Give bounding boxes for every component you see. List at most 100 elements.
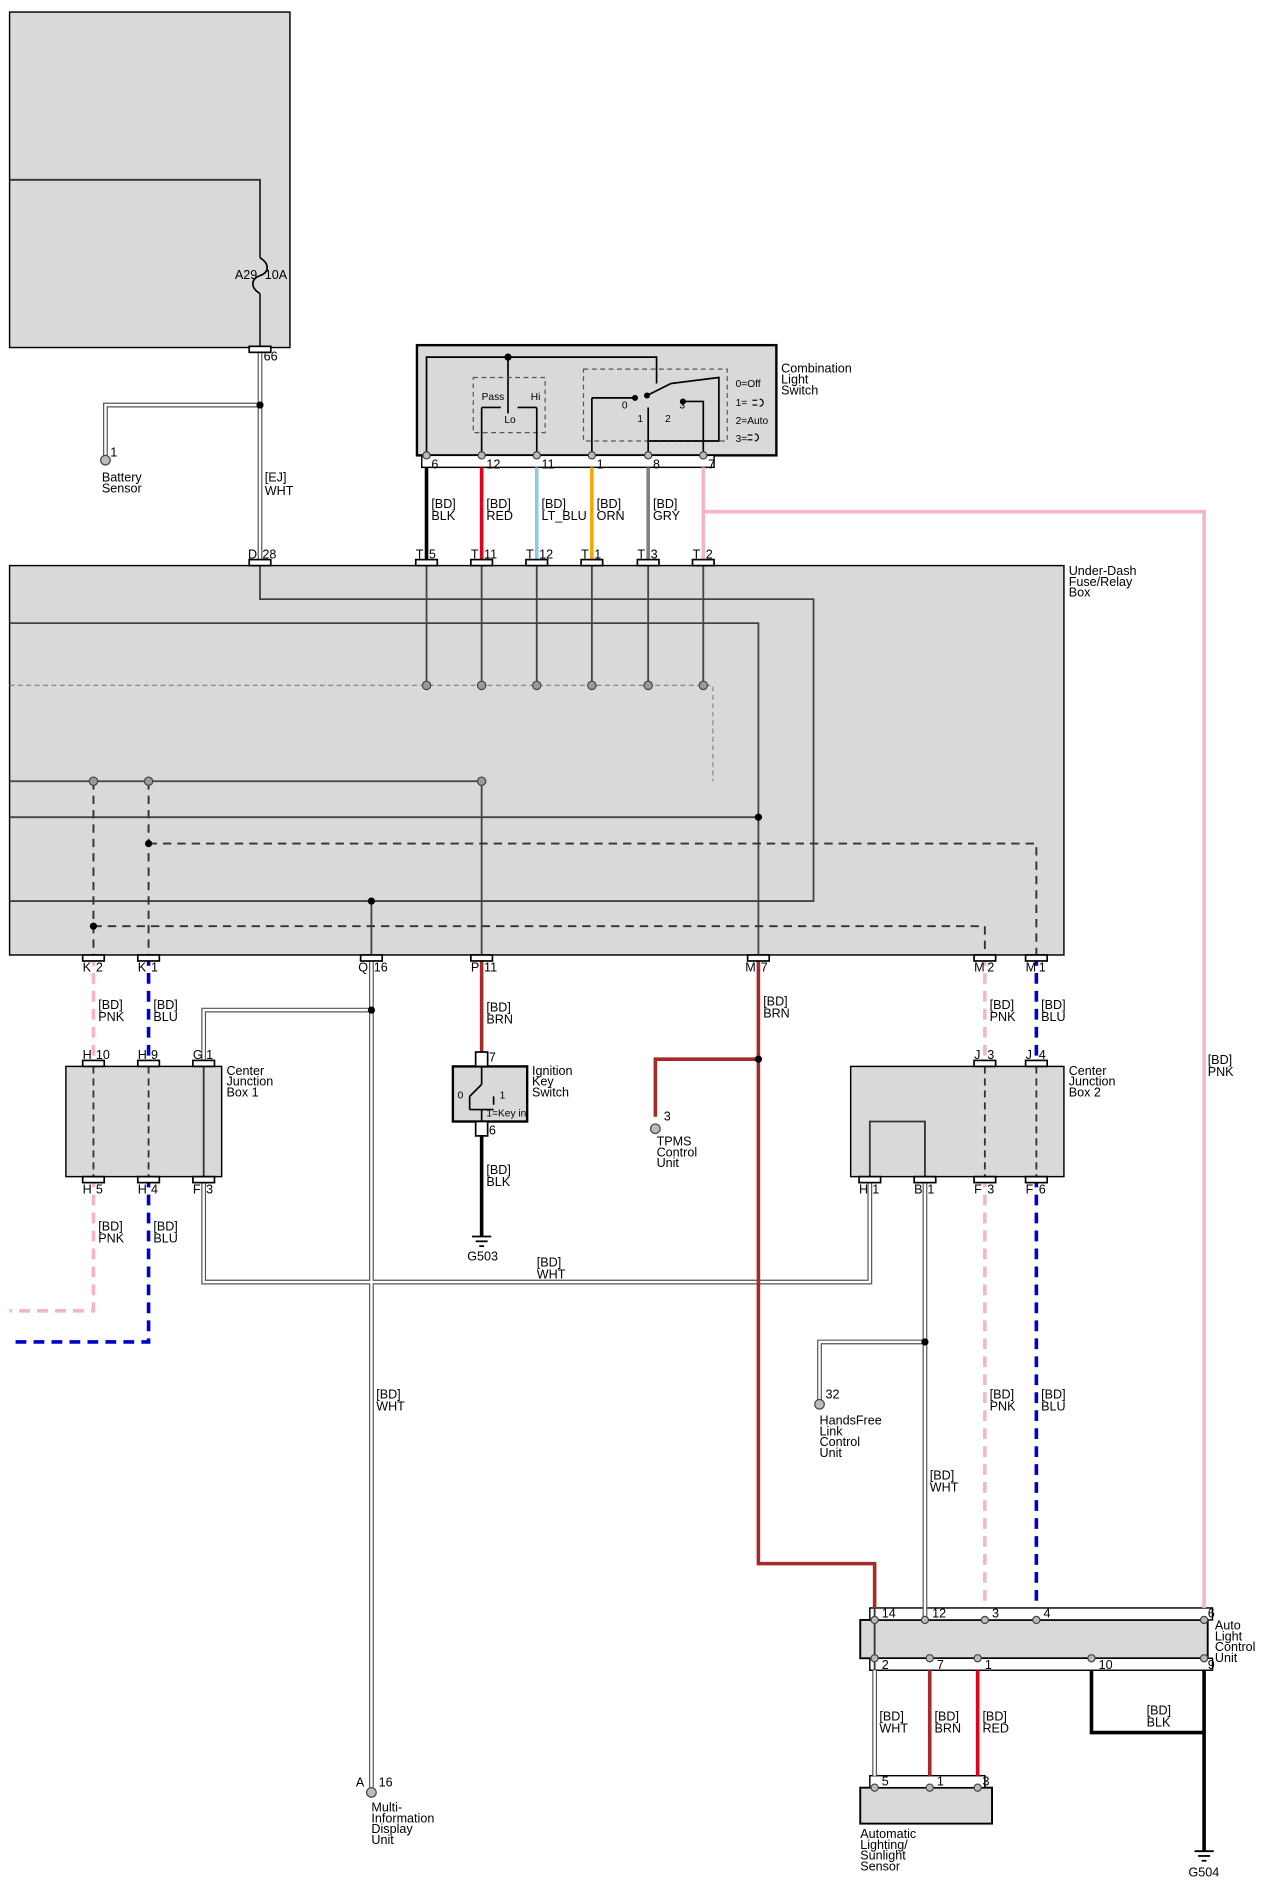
svg-text:1: 1 [872, 1182, 879, 1196]
handsfree-name-4: Unit [820, 1446, 843, 1460]
mid-pin: 16 [379, 1775, 393, 1789]
handsfree-name-1: HandsFree [820, 1414, 882, 1428]
wires-dashed-blu [9, 954, 1039, 1608]
fuse-rating: 10A [265, 268, 288, 282]
fuse-a29-symbol [251, 256, 269, 295]
label-b1-wht-1: [BD] [930, 1469, 954, 1483]
label-m7-brn-2: BRN [763, 1006, 790, 1020]
svg-text:9: 9 [1208, 1658, 1215, 1672]
svg-text:M: M [974, 961, 984, 975]
under-dash-name-1: Under-Dash [1069, 564, 1137, 578]
svg-text:F: F [974, 1182, 982, 1196]
svg-text:5: 5 [96, 1182, 103, 1196]
label-f3-pnk-2: PNK [990, 1399, 1016, 1413]
label-m2-pnk-1: [BD] [990, 998, 1014, 1012]
svg-text:K: K [138, 961, 147, 975]
ignition-pin-bottom: 6 [489, 1124, 496, 1138]
label-k2-pnk-1: [BD] [98, 998, 122, 1012]
under-dash-name-2: Fuse/Relay [1069, 575, 1133, 589]
svg-text:P: P [471, 961, 479, 975]
combination-switch-pin-7: 7 [708, 458, 715, 472]
combination-switch-pin-1: 1 [597, 458, 604, 472]
cjb1-name-1: Center [226, 1064, 264, 1078]
svg-text:F: F [1026, 1182, 1034, 1196]
auto-light-pin-labels: 14 12 3 4 6 2 7 1 10 9 [882, 1607, 1215, 1673]
combination-switch-hi: Hi [531, 392, 541, 403]
label-bd-blk-2: BLK [431, 509, 455, 523]
combination-switch-pin-12: 12 [486, 458, 500, 472]
svg-text:7: 7 [761, 961, 768, 975]
svg-text:H: H [138, 1048, 147, 1062]
svg-text:3: 3 [987, 1048, 994, 1062]
cjb1-name-3: Box 1 [226, 1085, 258, 1099]
fuse-terminal: 66 [264, 350, 278, 364]
top-fuse-box-internal [9, 178, 261, 348]
under-dash-internal-wiring [9, 565, 815, 955]
fuse-id: A29 [235, 268, 257, 282]
splice-dots [256, 401, 929, 1346]
combination-switch-name-2: Light [781, 372, 809, 386]
tpms-name-1: TPMS [657, 1134, 692, 1148]
svg-text:12: 12 [932, 1607, 946, 1621]
label-k2-pnk-2: PNK [98, 1010, 124, 1024]
label-al-wht-2: WHT [879, 1722, 908, 1736]
tpms-name-2: Control [657, 1145, 698, 1159]
svg-text:12: 12 [539, 547, 553, 561]
combination-switch-name-1: Combination [781, 362, 852, 376]
combination-switch-connector-strip [421, 454, 715, 469]
svg-text:K: K [83, 961, 92, 975]
svg-text:T: T [416, 547, 424, 561]
sensor-name-3: Sunlight [860, 1849, 906, 1863]
svg-text:1: 1 [594, 547, 601, 561]
wht-wires [103, 347, 928, 1788]
battery-sensor-name-1: Battery [102, 471, 143, 485]
svg-text:5: 5 [429, 547, 436, 561]
svg-text:G: G [193, 1048, 203, 1062]
auto-light-control-unit [859, 1618, 1209, 1660]
ignition-switch-internals [468, 1066, 495, 1122]
label-m7-brn-1: [BD] [763, 994, 787, 1008]
label-f6-blu-1: [BD] [1041, 1387, 1065, 1401]
svg-text:T: T [581, 547, 589, 561]
svg-text:3: 3 [651, 547, 658, 561]
svg-text:6: 6 [1208, 1607, 1215, 1621]
label-bd-gry-1: [BD] [653, 497, 677, 511]
ignition-legend: 1=Key in [486, 1109, 526, 1120]
svg-text:28: 28 [262, 547, 276, 561]
under-dash-internal-relay-outline [9, 684, 714, 782]
svg-text:M: M [1026, 961, 1036, 975]
label-f3-wht-2: WHT [537, 1267, 566, 1281]
svg-text:4: 4 [1044, 1607, 1051, 1621]
combination-switch-pin-8: 8 [653, 458, 660, 472]
svg-text:10: 10 [1099, 1658, 1113, 1672]
svg-text:J: J [1026, 1048, 1032, 1062]
svg-text:5: 5 [882, 1774, 889, 1788]
under-dash-name-3: Box [1069, 586, 1091, 600]
svg-text:11: 11 [484, 547, 497, 561]
svg-text:7: 7 [937, 1658, 944, 1672]
svg-text:H: H [859, 1182, 868, 1196]
label-al-red-1: [BD] [982, 1710, 1006, 1724]
ground-g504-label: G504 [1189, 1865, 1220, 1879]
svg-text:3: 3 [982, 1774, 989, 1788]
label-b1-wht-2: WHT [930, 1481, 959, 1495]
label-bd-orn-2: ORN [597, 509, 625, 523]
label-al-blk-1: [BD] [1147, 1704, 1171, 1718]
mid-name-1: Multi- [371, 1801, 402, 1815]
wire-bd-blk-auto-light-ground [1089, 1670, 1205, 1735]
label-mid-wht-2: WHT [376, 1399, 405, 1413]
label-bd-ltblu-1: [BD] [542, 497, 566, 511]
label-h4-blu-2: BLU [153, 1232, 177, 1246]
label-m1-blu-2: BLU [1041, 1010, 1065, 1024]
combination-light-switch [415, 343, 778, 457]
label-m2-pnk-2: PNK [990, 1010, 1016, 1024]
ignition-pos-0: 0 [458, 1091, 464, 1102]
ground-g503-label: G503 [467, 1250, 498, 1264]
wire-bd-pnk-to-auto-light [703, 509, 1206, 1608]
sensor-name-2: Lighting/ [860, 1838, 908, 1852]
svg-text:1: 1 [985, 1658, 992, 1672]
